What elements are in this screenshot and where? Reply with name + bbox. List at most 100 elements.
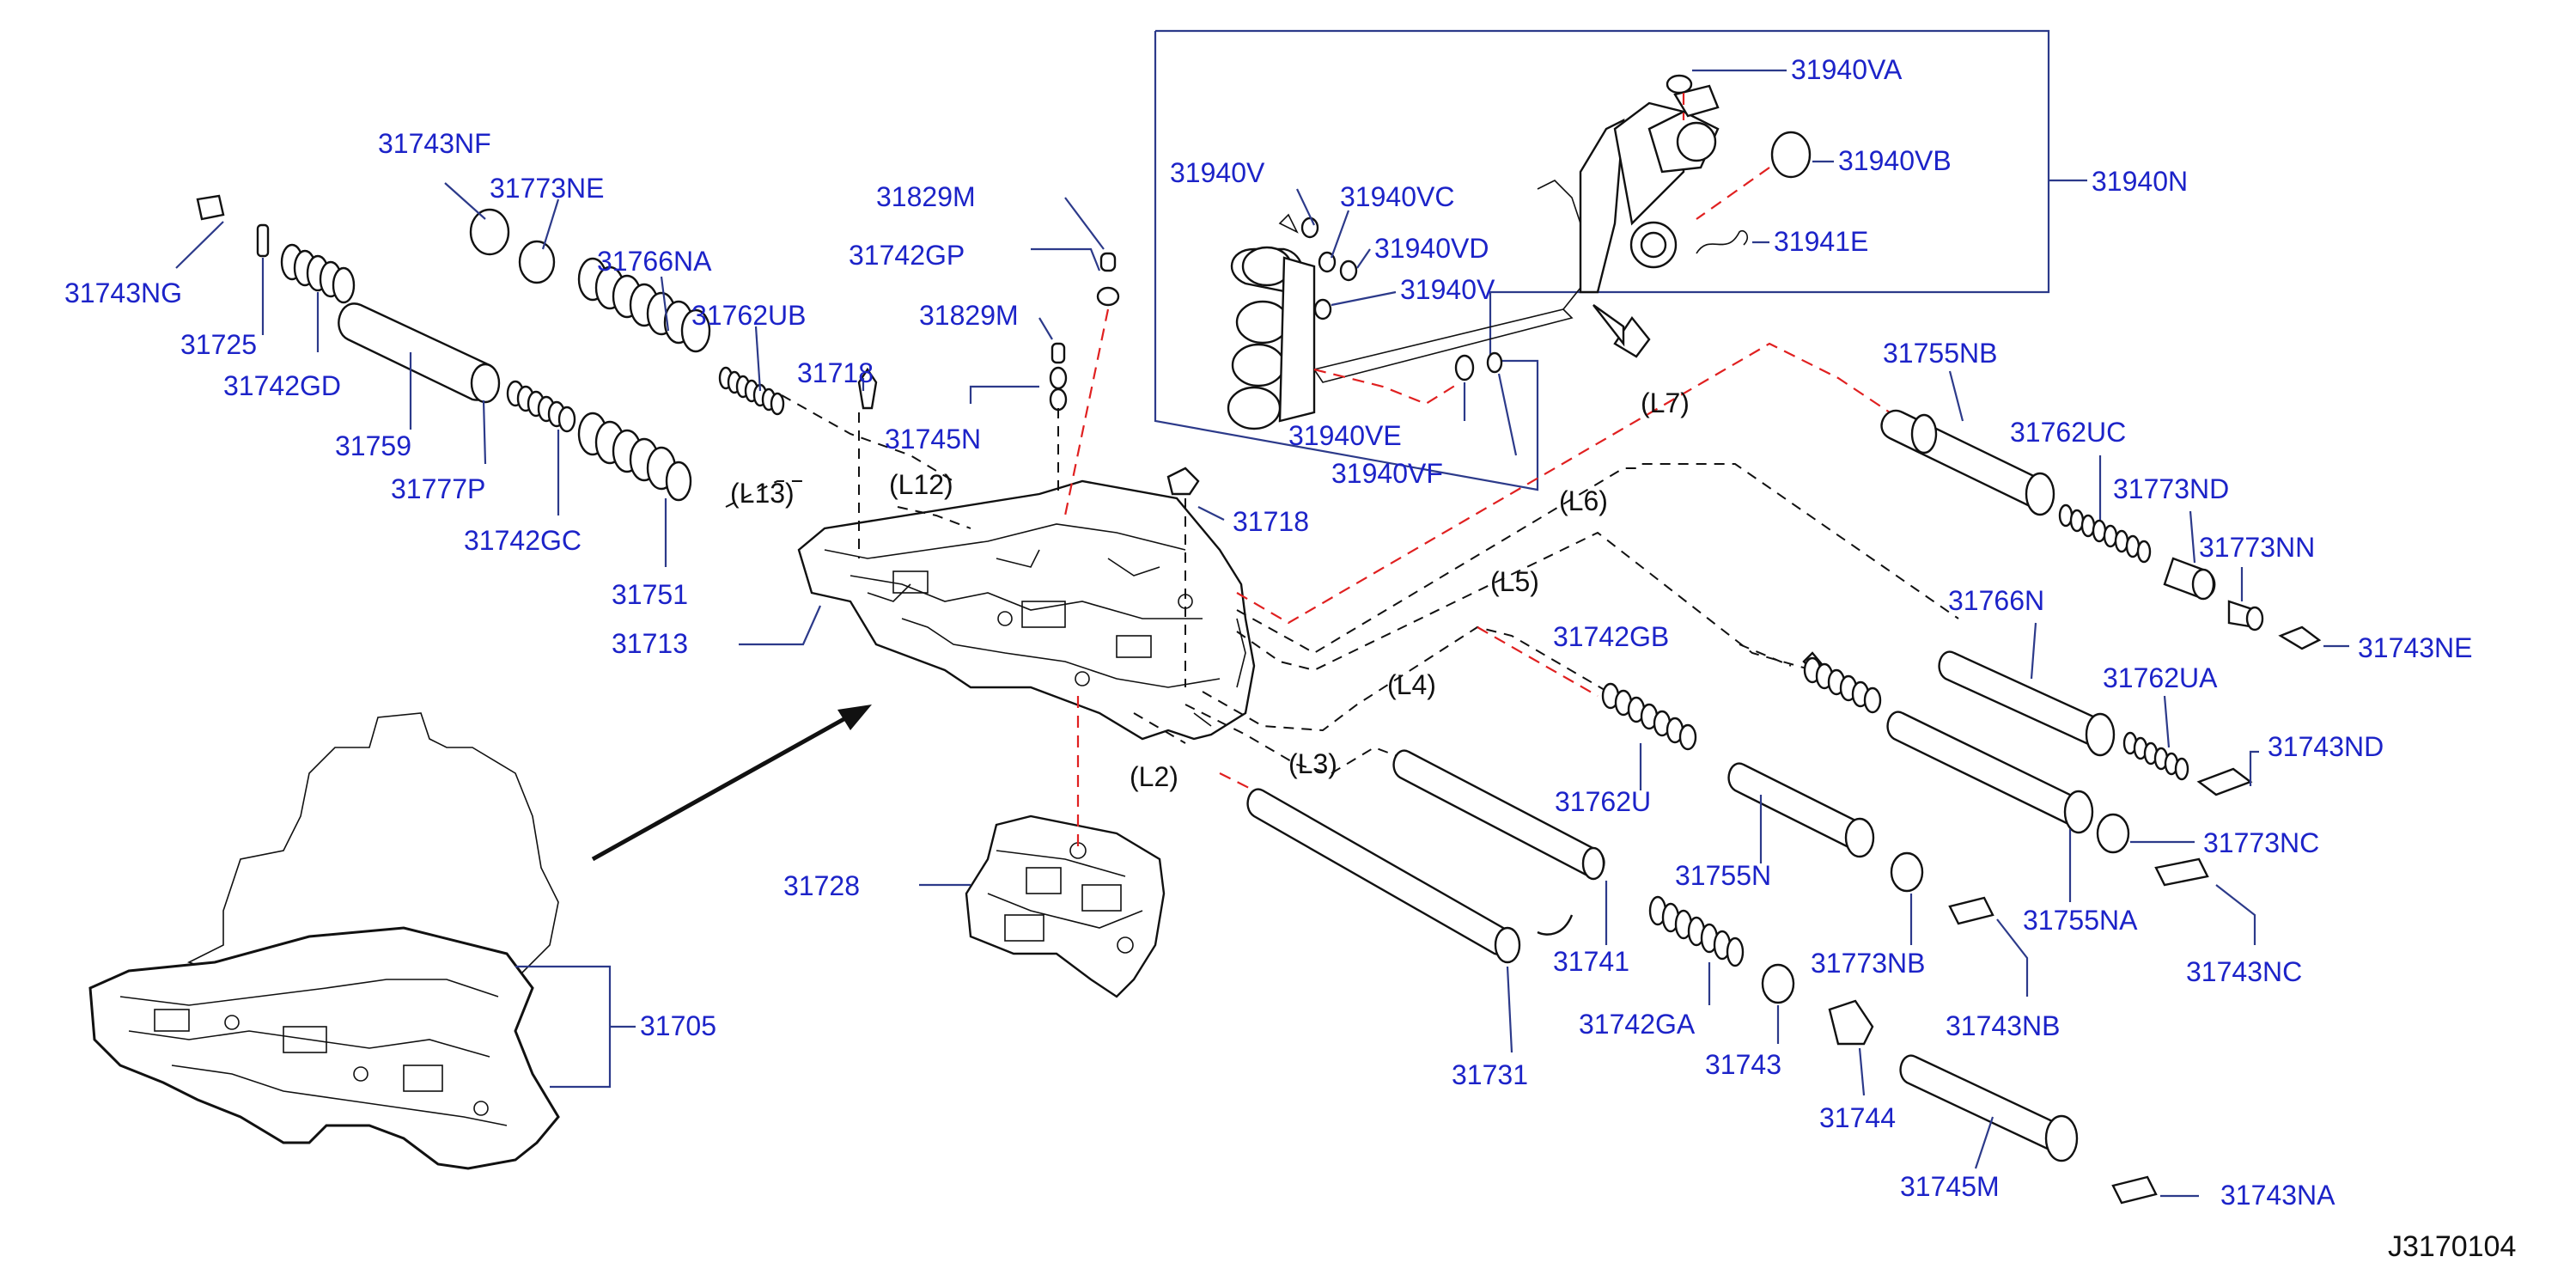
ref-L4: (L4) — [1387, 669, 1436, 700]
leader-31773ND — [2189, 510, 2196, 564]
label-31745N: 31745N — [885, 424, 981, 454]
label-31713: 31713 — [612, 628, 688, 659]
dash-L5 — [1236, 531, 1813, 672]
label-31773ND: 31773ND — [2113, 473, 2229, 504]
solenoid-assembly — [1227, 84, 1720, 430]
ref-L13: (L13) — [730, 478, 795, 509]
ref-L7: (L7) — [1641, 387, 1690, 418]
label-31762UC: 31762UC — [2010, 417, 2126, 448]
leader-31743ND — [2249, 750, 2259, 786]
separator-plate-31728 — [965, 814, 1166, 998]
leader-31940VF — [1497, 373, 1518, 456]
right-side-parts — [1246, 409, 2322, 1205]
label-31743NG: 31743NG — [64, 278, 182, 308]
ref-L12: (L12) — [889, 469, 953, 500]
o-ring-31940V — [1300, 217, 1319, 239]
leader-31755NB — [1948, 370, 1964, 422]
dash-L13 — [725, 480, 807, 508]
o-ring-31940VF — [1486, 351, 1503, 374]
gasket-31940VB — [1770, 131, 1812, 179]
dash-L12-a — [781, 394, 954, 482]
label-31940VC: 31940VC — [1340, 181, 1454, 212]
leader-31742GP — [1031, 247, 1101, 271]
dash-L4-a — [1202, 625, 1616, 732]
label-31718-a: 31718 — [797, 357, 874, 388]
label-31743NF: 31743NF — [378, 128, 491, 159]
leader-31743NG — [175, 221, 224, 269]
label-31773NC: 31773NC — [2203, 827, 2319, 858]
label-31940VF: 31940VF — [1331, 458, 1443, 489]
leader-31745M — [1974, 1116, 1994, 1169]
label-31742GD: 31742GD — [223, 370, 341, 401]
label-31762UB: 31762UB — [691, 300, 806, 331]
label-31725: 31725 — [180, 329, 257, 360]
red-dash-b — [1696, 167, 1770, 220]
leader-31829M-a — [1064, 197, 1105, 250]
label-31941E: 31941E — [1774, 226, 1868, 257]
leader-31743NB — [1996, 918, 2029, 997]
ref-L2: (L2) — [1130, 761, 1178, 792]
o-ring-31940V-b — [1313, 298, 1332, 320]
dash-31742GB — [1739, 644, 1792, 667]
label-31755N: 31755N — [1675, 860, 1771, 891]
leader-31829M-b — [1038, 317, 1053, 340]
leader-31773NE — [541, 198, 560, 250]
clip-31941E — [1696, 229, 1748, 254]
upper-left-parts — [196, 194, 1200, 502]
label-31829M-a: 31829M — [876, 181, 976, 212]
label-31742GC: 31742GC — [464, 525, 582, 556]
label-31718-b: 31718 — [1233, 506, 1309, 537]
diagram-code: J3170104 — [2388, 1230, 2516, 1263]
lower-valve-body-31705 — [88, 926, 560, 1170]
leader-31940V — [1296, 188, 1315, 226]
label-31940VA: 31940VA — [1791, 54, 1903, 85]
leader-31766NA — [660, 276, 670, 332]
red-dash-L2 — [1219, 772, 1255, 791]
label-31940V-a: 31940V — [1170, 157, 1265, 188]
label-31773NE: 31773NE — [490, 173, 604, 204]
valve-body-31713 — [797, 479, 1256, 741]
direction-arrow-line — [591, 711, 856, 862]
label-31743NC: 31743NC — [2186, 956, 2302, 987]
label-31745M: 31745M — [1900, 1171, 2000, 1202]
label-31766NA: 31766NA — [597, 246, 712, 277]
label-31940N: 31940N — [2092, 166, 2188, 197]
label-31766N: 31766N — [1948, 585, 2044, 616]
label-31777P: 31777P — [391, 473, 485, 504]
label-31762UA: 31762UA — [2103, 662, 2218, 693]
leader-31940VD — [1356, 248, 1371, 269]
label-31744: 31744 — [1819, 1102, 1896, 1133]
leader-31718-b — [1197, 506, 1225, 521]
leader-31762UA — [2163, 695, 2171, 748]
leader-31743NC — [2215, 884, 2256, 945]
part-31940VA — [1666, 74, 1693, 95]
ref-L5: (L5) — [1490, 566, 1539, 597]
leader-31745N — [969, 385, 1039, 404]
o-ring-31940VD — [1339, 259, 1358, 282]
leader-31766N — [2030, 622, 2037, 680]
label-31743NE: 31743NE — [2358, 632, 2472, 663]
red-dash-31829M — [1063, 308, 1110, 516]
label-31940VB: 31940VB — [1838, 145, 1952, 176]
leader-31940VC — [1330, 210, 1350, 259]
label-31728: 31728 — [783, 870, 860, 901]
leader-31731 — [1506, 966, 1513, 1053]
dash-L12-c — [897, 506, 971, 529]
red-dash-L4 — [1477, 626, 1599, 697]
leader-31744 — [1858, 1047, 1866, 1096]
label-31762U: 31762U — [1555, 786, 1651, 817]
o-ring-31940VE — [1454, 354, 1475, 381]
label-31743ND: 31743ND — [2268, 731, 2384, 762]
label-31742GB: 31742GB — [1553, 621, 1669, 652]
label-31759: 31759 — [335, 430, 411, 461]
label-31751: 31751 — [612, 579, 688, 610]
label-31940V-b: 31940V — [1400, 274, 1495, 305]
label-31743NB: 31743NB — [1946, 1010, 2060, 1041]
label-31773NN: 31773NN — [2199, 532, 2315, 563]
label-31940VD: 31940VD — [1374, 233, 1489, 264]
red-dash-c — [1313, 368, 1461, 406]
leader-31762UB — [754, 326, 762, 392]
leader-31940V-b — [1331, 290, 1397, 307]
label-31829M-b: 31829M — [919, 300, 1019, 331]
